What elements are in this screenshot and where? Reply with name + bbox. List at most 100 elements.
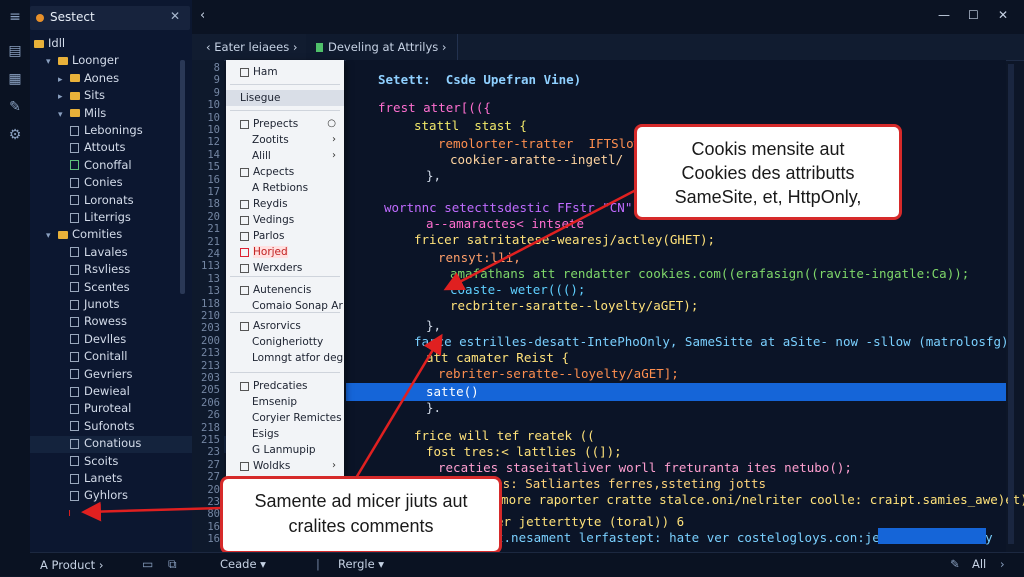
checkbox-icon[interactable] xyxy=(240,119,249,129)
back-icon[interactable]: ‹ xyxy=(200,8,206,23)
menu-separator xyxy=(230,84,340,85)
checkbox-icon[interactable] xyxy=(240,321,249,331)
menu-icon[interactable]: ≡ xyxy=(9,9,21,25)
tree-file[interactable]: Gevriers xyxy=(30,367,228,384)
menu-item[interactable]: Lisegue xyxy=(226,90,344,106)
files-icon[interactable]: ▤ xyxy=(8,43,22,59)
tree-file[interactable]: Conoffal xyxy=(30,158,228,175)
tree-file[interactable]: Conies xyxy=(30,175,228,192)
tree-folder[interactable]: ▸Sits xyxy=(30,88,216,105)
menu-item[interactable]: Emsenip xyxy=(226,394,344,410)
menu-item[interactable]: Coryier Remictes xyxy=(226,410,344,426)
editor-scrollbar[interactable] xyxy=(1008,64,1014,544)
collapse-icon[interactable]: ⧉ xyxy=(168,557,177,571)
menu-item[interactable]: Vedings xyxy=(226,212,344,228)
menu-item[interactable]: Woldks› xyxy=(226,458,344,474)
checkbox-icon[interactable] xyxy=(240,381,249,391)
checkbox-icon[interactable] xyxy=(240,67,249,77)
tree-file[interactable]: Lanets xyxy=(30,471,228,488)
menu-item[interactable]: Reydis xyxy=(226,196,344,212)
checkbox-icon[interactable] xyxy=(240,199,249,209)
tree-file[interactable]: Attouts xyxy=(30,140,228,157)
chevron-icon[interactable]: ▸ xyxy=(58,74,63,85)
tree-file[interactable]: Dewieal xyxy=(30,384,228,401)
checkbox-icon[interactable] xyxy=(240,461,249,471)
tree-folder[interactable]: ▾ Mils xyxy=(30,106,216,123)
status-all[interactable]: All xyxy=(972,557,987,571)
menu-item[interactable]: Conigheriotty xyxy=(226,334,344,350)
menu-item[interactable]: Ham xyxy=(226,64,344,80)
code-line: }, xyxy=(426,318,442,333)
menu-item[interactable]: Alill› xyxy=(226,148,344,164)
status-rergle[interactable]: Rergle ▾ xyxy=(338,557,385,571)
sidebar-scrollbar[interactable] xyxy=(180,60,185,294)
tree-item-label: Mils xyxy=(84,105,107,120)
tree-folder[interactable]: ▾Loonger xyxy=(30,53,204,70)
tree-file[interactable]: Loronats xyxy=(30,193,228,210)
extensions-icon[interactable]: ▦ xyxy=(8,71,22,87)
tree-file[interactable]: Devlles xyxy=(30,332,228,349)
chevron-right-icon[interactable]: › xyxy=(1000,557,1005,571)
tree-file[interactable]: Scoits xyxy=(30,454,228,471)
menu-item[interactable]: Asrorvics xyxy=(226,318,344,334)
tree-file[interactable]: Sufonots xyxy=(30,419,228,436)
tree-folder[interactable]: Idll xyxy=(30,36,192,53)
tree-folder[interactable]: ▾Comities xyxy=(30,227,204,244)
new-folder-icon[interactable]: ▭ xyxy=(142,557,154,571)
chevron-icon[interactable]: ▾ xyxy=(46,231,51,242)
menu-item[interactable]: Prepects○ xyxy=(226,116,344,132)
chevron-icon[interactable]: ▾ xyxy=(58,109,63,120)
menu-item[interactable]: Comaio Sonap Ar xyxy=(226,298,344,314)
chevron-icon[interactable]: ▸ xyxy=(58,92,63,103)
code-line: cookier-aratte--ingetl/ xyxy=(450,152,624,167)
tab-eater-leiaees[interactable]: ‹ Eater leiaees › xyxy=(206,40,298,54)
menu-item[interactable]: Esigs xyxy=(226,426,344,442)
menu-item[interactable]: Horjed xyxy=(226,244,344,260)
tree-file[interactable]: Lebonings xyxy=(30,123,228,140)
menu-item[interactable]: Acpects xyxy=(226,164,344,180)
menu-item[interactable]: Predcaties xyxy=(226,378,344,394)
tree-file[interactable]: Literrigs xyxy=(30,210,228,227)
checkbox-icon[interactable] xyxy=(240,167,249,177)
menu-item-label: Asrorvics xyxy=(253,320,301,332)
tree-file[interactable]: Lavales xyxy=(30,245,228,262)
tab-develing[interactable]: Develing at Attrilys › xyxy=(306,34,458,60)
checkbox-icon[interactable] xyxy=(240,247,249,257)
sidebar-tab[interactable]: Sestect ✕ xyxy=(30,6,190,30)
edit-icon[interactable]: ✎ xyxy=(950,557,960,571)
menu-item[interactable]: A Retbions xyxy=(226,180,344,196)
tree-file[interactable]: Rowess xyxy=(30,314,228,331)
settings-icon[interactable]: ⚙ xyxy=(8,127,22,143)
folder-icon xyxy=(34,39,44,48)
tree-file[interactable]: Rsvliess xyxy=(30,262,228,279)
checkbox-icon[interactable] xyxy=(240,263,249,273)
maximize-button[interactable]: ☐ xyxy=(968,8,979,22)
tree-item-label: Conatious xyxy=(84,436,142,451)
menu-item[interactable]: Werxders xyxy=(226,260,344,276)
tree-file[interactable]: Scentes xyxy=(30,280,228,297)
checkbox-icon[interactable] xyxy=(240,215,249,225)
menu-item[interactable]: Autenencis xyxy=(226,282,344,298)
status-mode[interactable]: Ceade ▾ xyxy=(220,557,266,571)
product-link[interactable]: A Product › xyxy=(40,558,104,572)
wrench-icon[interactable]: ✎ xyxy=(9,99,21,115)
checkbox-icon[interactable] xyxy=(240,285,249,295)
tree-file[interactable]: Gyhlors xyxy=(30,488,228,505)
menu-item-label: Acpects xyxy=(253,166,295,178)
menu-item[interactable]: G Lanmupip xyxy=(226,442,344,458)
code-line: recaties staseitatliver worll freturanta… xyxy=(438,460,852,475)
tree-folder[interactable]: ▸Aones xyxy=(30,71,216,88)
menu-item[interactable]: Zootits› xyxy=(226,132,344,148)
tree-file[interactable]: Conitall xyxy=(30,349,228,366)
close-button[interactable]: ✕ xyxy=(998,8,1009,22)
tree-file[interactable]: Puroteal xyxy=(30,401,228,418)
menu-item[interactable]: Lomngt atfor degi xyxy=(226,350,344,366)
tree-file[interactable]: Junots xyxy=(30,297,228,314)
menu-item[interactable]: Parlos xyxy=(226,228,344,244)
checkbox-icon[interactable] xyxy=(240,231,249,241)
minimize-button[interactable]: — xyxy=(938,8,950,22)
tree-file[interactable]: Conatious xyxy=(30,436,228,454)
chevron-icon[interactable]: ▾ xyxy=(46,57,51,68)
close-icon[interactable]: ✕ xyxy=(170,9,181,23)
